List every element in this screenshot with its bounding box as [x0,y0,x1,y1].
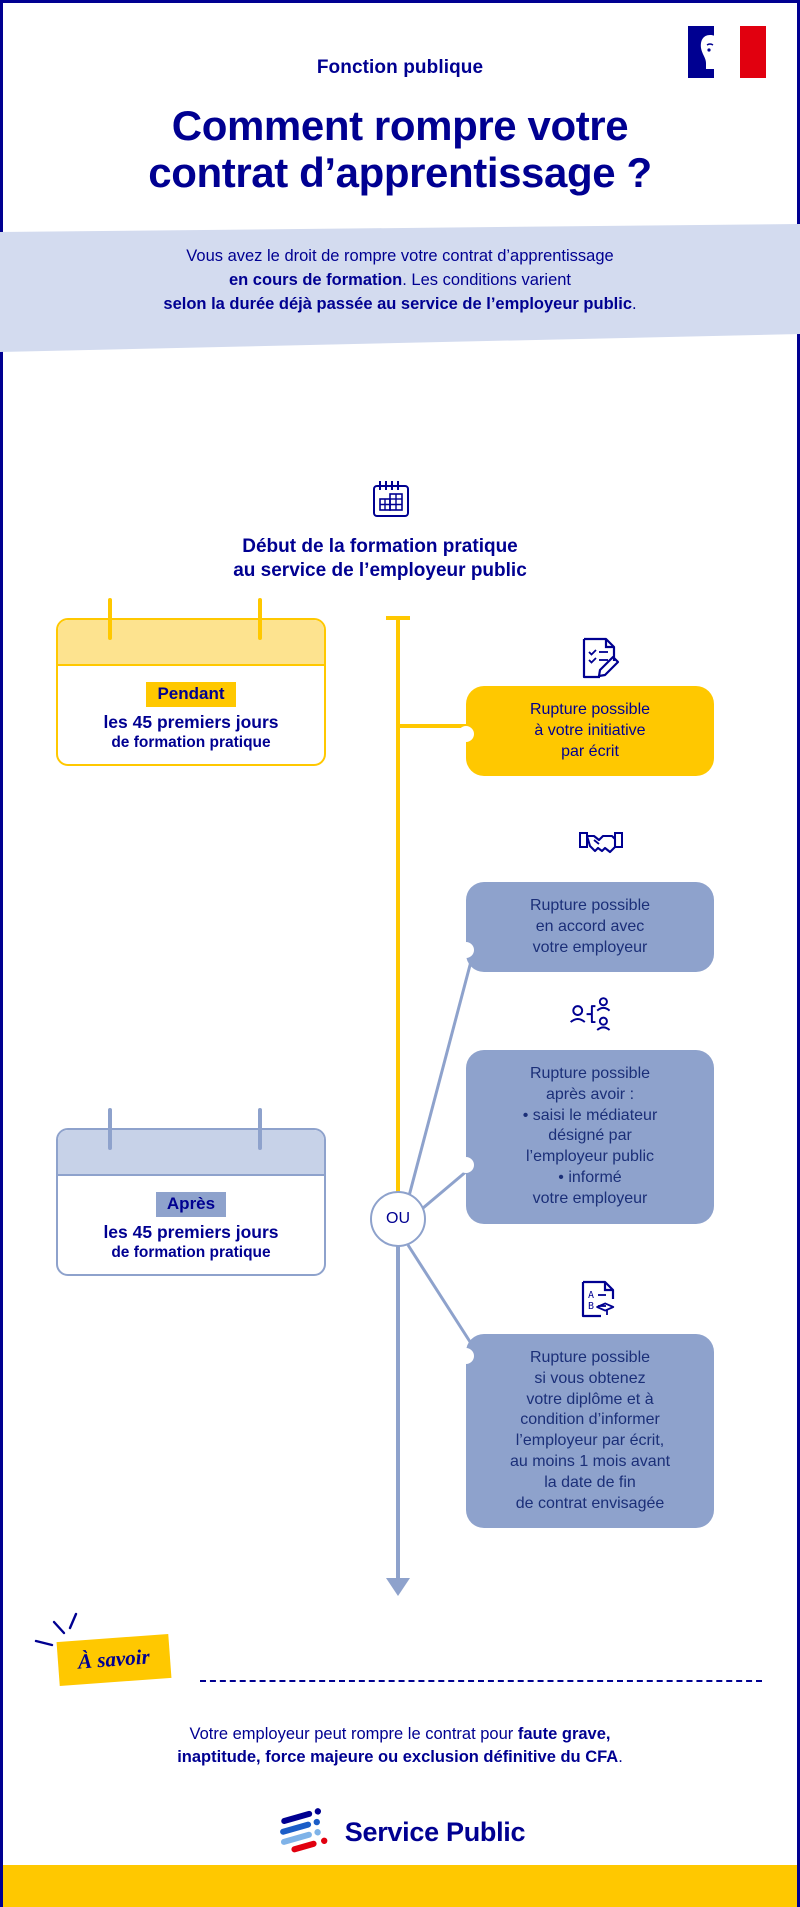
page-title-line2: contrat d’apprentissage ? [148,149,652,197]
page-title: Comment rompre votre contrat d’apprentis… [0,102,800,197]
timeline-start-label: Début de la formation pratique au servic… [100,535,660,583]
option-bubble-accord[interactable]: Rupture possible en accord avec votre em… [458,882,714,973]
diploma-document-icon: A B [581,1280,615,1318]
period-card-body: Pendant les 45 premiers jours de formati… [58,666,324,772]
period-card-apres: Après les 45 premiers jours de formation… [56,1108,326,1276]
footnote-line2-bold: inaptitude, force majeure ou exclusion d… [177,1748,619,1767]
intro-text: Vous avez le droit de rompre votre contr… [0,244,800,316]
a-savoir-tag: À savoir [56,1633,172,1687]
period-chip-apres: Après [155,1192,227,1217]
calendar-icon [373,481,409,517]
connector-dot [458,1348,474,1364]
option-initiative-line3: par écrit [561,742,619,760]
timeline-trunk-blue [396,1200,400,1584]
option-bubble-initiative[interactable]: Rupture possible à votre initiative par … [458,686,714,777]
option-diplome-line7: la date de fin [544,1473,636,1491]
option-diplome-line5: l’employeur par écrit, [515,1432,665,1450]
page-border-top [0,0,800,3]
bullet1-line2: désigné par [548,1127,632,1145]
intro-line2-bold: en cours de formation [228,271,403,290]
option-accord-line1: Rupture possible [529,897,651,914]
intro-band [0,224,800,352]
period-card-body: Après les 45 premiers jours de formation… [58,1176,324,1282]
footnote-text: Votre employeur peut rompre le contrat p… [70,1723,730,1770]
option-diplome-line2: si vous obtenez [534,1369,646,1387]
option-mediateur-line2: après avoir : [545,1085,635,1103]
bullet1-line3: l’employeur public [525,1148,655,1166]
kicker-label: Fonction publique [316,57,484,78]
option-diplome-line1: Rupture possible [529,1349,651,1366]
calendar-ring-icon [258,598,262,640]
option-diplome-line4: condition d’informer [520,1411,660,1429]
calendar-rings [58,1108,324,1150]
connector-dot [458,726,474,742]
svg-text:B: B [588,1301,594,1312]
calendar-rings [58,598,324,640]
handshake-icon [579,832,623,854]
option-mediateur-bullet-1: • saisi le médiateur désigné par l’emplo… [482,1106,698,1168]
footer-logo: Service Public [0,1805,800,1859]
bullet1-line1: • saisi le médiateur [522,1106,658,1124]
period-card-header [58,1130,324,1176]
timeline-trunk-yellow [396,616,400,1200]
intro-line2-rest: . Les conditions varient [402,271,572,290]
option-diplome-line8: de contrat envisagée [515,1494,665,1512]
period-line2-pendant: de formation pratique [111,733,271,751]
intro-line3-rest: . [632,295,637,314]
connector-dot [458,942,474,958]
period-chip-pendant: Pendant [146,682,236,707]
option-accord-line3: votre employeur [532,938,648,956]
page-border-left [0,0,3,1907]
timeline-start-line1: Début de la formation pratique [242,536,518,557]
bullet2-line2: votre employeur [532,1189,648,1207]
footnote-line1-rest: Votre employeur peut rompre le contrat p… [189,1725,518,1743]
mediator-people-icon [570,997,611,1031]
period-card-header [58,620,324,666]
sparkle-lines-icon [34,1612,78,1647]
calendar-ring-icon [108,598,112,640]
option-mediateur-bullet-2: • informé votre employeur [482,1168,698,1210]
footer-accent-bar [3,1865,797,1907]
option-bubble-mediateur[interactable]: Rupture possible après avoir : • saisi l… [458,1050,714,1224]
option-initiative-line2: à votre initiative [534,721,646,739]
footnote-line1-bold: faute grave, [517,1725,611,1743]
french-republic-flag-icon [688,26,766,78]
footnote-line2-rest: . [618,1748,623,1767]
period-line2-apres: de formation pratique [111,1243,271,1261]
period-line1-pendant: les 45 premiers jours [103,712,279,732]
bullet2-line1: • informé [558,1168,622,1186]
service-public-logo-text: Service Public [344,1816,526,1847]
divider-dashed [200,1680,762,1682]
option-initiative-line1: Rupture possible [529,701,651,718]
intro-line1: Vous avez le droit de rompre votre contr… [186,247,614,265]
option-diplome-line3: votre diplôme et à [526,1390,654,1408]
period-line1-apres: les 45 premiers jours [103,1222,279,1242]
option-accord-line2: en accord avec [535,917,645,935]
or-connector-badge: OU [370,1191,426,1247]
timeline-start-line2: au service de l’employeur public [233,559,527,581]
intro-line3-bold: selon la durée déjà passée au service de… [163,295,633,314]
timeline-arrow-icon [386,1578,410,1596]
option-mediateur-line1: Rupture possible [529,1065,651,1082]
svg-text:A: A [588,1290,594,1301]
option-diplome-line6: au moins 1 mois avant [509,1452,671,1470]
checklist-pen-icon [582,637,620,679]
connector-dot [458,1157,474,1173]
calendar-ring-icon [108,1108,112,1150]
page-title-line1: Comment rompre votre [171,102,629,149]
marianne-profile-icon [700,35,720,69]
service-public-logo-icon [279,1808,328,1853]
page-border-right [797,0,800,1907]
calendar-ring-icon [258,1108,262,1150]
option-bubble-diplome[interactable]: Rupture possible si vous obtenez votre d… [458,1334,714,1529]
period-card-pendant: Pendant les 45 premiers jours de formati… [56,598,326,766]
